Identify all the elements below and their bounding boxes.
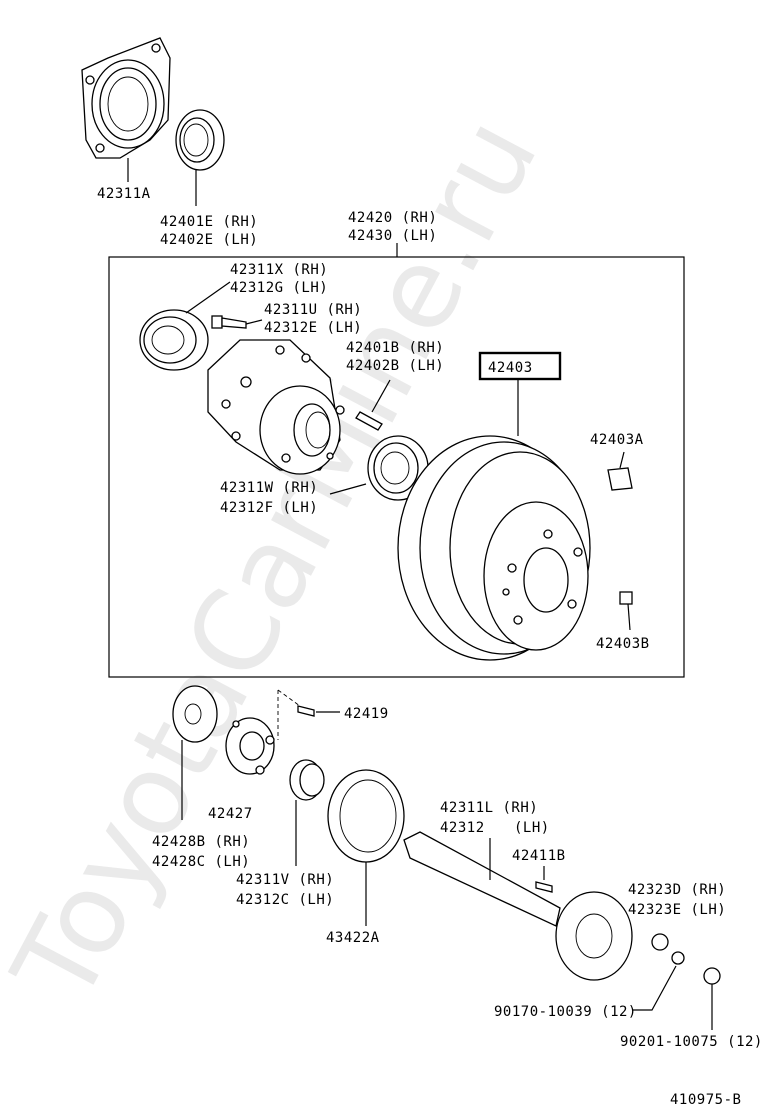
label-42419: 42419 xyxy=(344,706,389,722)
label-90170: 90170-10039 (12) xyxy=(494,1004,637,1020)
part-42311V-bearing[interactable] xyxy=(289,759,325,866)
part-42401E-oil-seal[interactable] xyxy=(175,109,225,206)
part-42403-brake-drum[interactable] xyxy=(397,378,591,661)
label-42420: 42420 (RH) xyxy=(348,210,437,226)
label-42427: 42427 xyxy=(208,806,253,822)
label-42311V: 42311V (RH) xyxy=(236,872,334,888)
part-42323D-nut[interactable] xyxy=(651,933,669,951)
label-42411B: 42411B xyxy=(512,848,566,864)
label-90201: 90201-10075 (12) xyxy=(620,1034,760,1050)
part-42403A-clip[interactable] xyxy=(607,451,633,491)
label-42312-lh: (LH) xyxy=(514,820,550,836)
label-42402B: 42402B (LH) xyxy=(346,358,444,374)
part-42403B-screw[interactable] xyxy=(619,591,633,631)
label-42312C: 42312C (LH) xyxy=(236,892,334,908)
label-42403: 42403 xyxy=(488,360,533,376)
label-42311U: 42311U (RH) xyxy=(264,302,362,318)
label-42323E: 42323E (LH) xyxy=(628,902,726,918)
label-42401E: 42401E (RH) xyxy=(160,214,258,230)
label-43422A: 43422A xyxy=(326,930,380,946)
drawing-number: 410975-B xyxy=(670,1092,741,1108)
part-42311X-bearing[interactable] xyxy=(139,281,231,371)
part-42411B-stud[interactable] xyxy=(535,866,553,893)
label-42312: 42312 xyxy=(440,820,485,836)
part-90170-nut[interactable] xyxy=(632,951,685,1011)
label-42323D: 42323D (RH) xyxy=(628,882,726,898)
part-42311A-housing[interactable] xyxy=(81,37,171,182)
part-42427-retainer[interactable] xyxy=(225,689,301,775)
label-42428C: 42428C (LH) xyxy=(152,854,250,870)
label-42311X: 42311X (RH) xyxy=(230,262,328,278)
part-hub[interactable] xyxy=(207,339,345,475)
part-42311U-bolt[interactable] xyxy=(211,315,263,329)
label-42312F: 42312F (LH) xyxy=(220,500,318,516)
label-42403A: 42403A xyxy=(590,432,644,448)
part-42403-label-box xyxy=(478,351,562,381)
label-42311A: 42311A xyxy=(97,186,151,202)
label-42428B: 42428B (RH) xyxy=(152,834,250,850)
label-42311L: 42311L (RH) xyxy=(440,800,538,816)
part-42311W-bearing[interactable] xyxy=(329,435,429,501)
part-90201-nut[interactable] xyxy=(703,967,721,1030)
part-42419-bolt[interactable] xyxy=(297,705,340,717)
label-42402E: 42402E (LH) xyxy=(160,232,258,248)
label-42403B: 42403B xyxy=(596,636,650,652)
part-43422A-gasket[interactable] xyxy=(327,769,405,926)
label-42430: 42430 (LH) xyxy=(348,228,437,244)
part-42401B-hub-bolt[interactable] xyxy=(355,379,391,431)
part-42311L-axle-shaft[interactable] xyxy=(403,831,633,981)
label-42312E: 42312E (LH) xyxy=(264,320,362,336)
label-42401B: 42401B (RH) xyxy=(346,340,444,356)
label-42311W: 42311W (RH) xyxy=(220,480,318,496)
label-42312G: 42312G (LH) xyxy=(230,280,328,296)
part-42428B-plate[interactable] xyxy=(172,685,218,820)
